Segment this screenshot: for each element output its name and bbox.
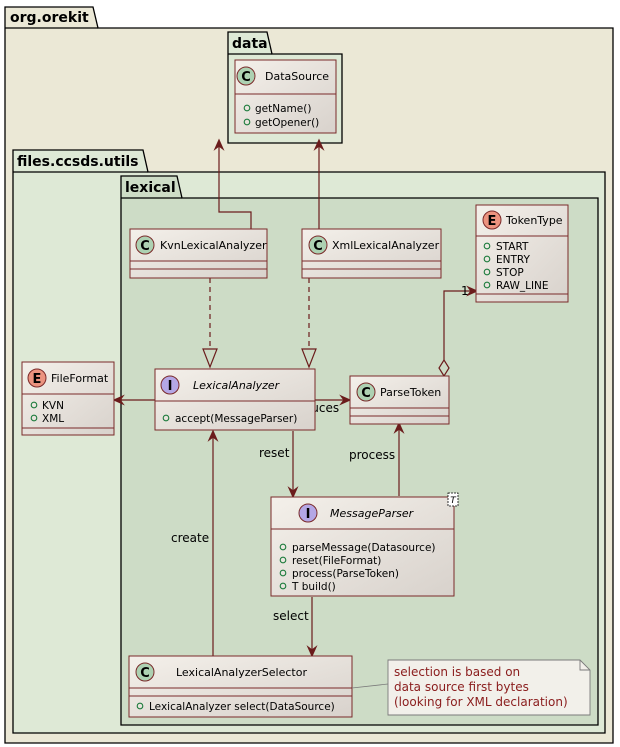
class-badge-letter: C bbox=[140, 666, 150, 681]
interface-name-lexicalanalyzer: LexicalAnalyzer bbox=[193, 379, 281, 392]
package-title-data: data bbox=[232, 36, 268, 52]
interface-messageparser[interactable]: I MessageParser T parseMessage(Datasourc… bbox=[270, 492, 459, 597]
member-lexicalanalyzerselector-0: LexicalAnalyzer select(DataSource) bbox=[149, 701, 335, 713]
enum-value-tokentype-1: ENTRY bbox=[496, 254, 531, 266]
interface-badge-letter: I bbox=[306, 507, 311, 522]
generic-parameter-box bbox=[447, 492, 459, 507]
class-name-xmllexicalanalyzer: XmlLexicalAnalyzer bbox=[332, 239, 440, 252]
class-badge-letter: C bbox=[241, 70, 251, 85]
member-messageparser-3: T build() bbox=[291, 581, 336, 593]
edge-messageparser-select-selector bbox=[306, 597, 318, 658]
member-datasource-0: getName() bbox=[255, 103, 311, 115]
public-method-icon bbox=[279, 543, 287, 551]
edge-messageparser-process-parsetoken bbox=[393, 421, 405, 496]
class-badge-letter: C bbox=[313, 239, 323, 254]
member-datasource-1: getOpener() bbox=[255, 117, 319, 129]
enum-badge-letter: E bbox=[33, 372, 42, 387]
edge-kvn-realizes-lexicalanalyzer bbox=[202, 278, 218, 369]
edge-lexicalanalyzer-produces-parsetoken bbox=[315, 394, 352, 406]
edge-label-create: create bbox=[171, 531, 209, 545]
note-line-2: (looking for XML declaration) bbox=[394, 695, 568, 709]
enum-value-fileformat-1: XML bbox=[42, 413, 64, 425]
public-method-icon bbox=[279, 582, 287, 590]
edge-parsetoken-aggregates-tokentype bbox=[438, 285, 479, 378]
enum-badge-icon bbox=[27, 368, 47, 388]
class-badge-icon bbox=[135, 235, 155, 255]
edge-label-reset: reset bbox=[259, 446, 290, 460]
note-line-1: data source first bytes bbox=[394, 680, 529, 694]
edges bbox=[112, 138, 479, 658]
public-method-icon bbox=[162, 414, 170, 422]
enum-value-tokentype-3: RAW_LINE bbox=[496, 280, 549, 292]
class-name-lexicalanalyzerselector: LexicalAnalyzerSelector bbox=[176, 666, 307, 679]
edge-lexicalanalyzer-to-fileformat bbox=[112, 394, 155, 406]
class-badge-icon bbox=[135, 662, 155, 682]
class-xmllexicalanalyzer[interactable]: C XmlLexicalAnalyzer bbox=[301, 228, 442, 279]
enum-value-icon bbox=[483, 255, 491, 263]
enum-tokentype[interactable]: E TokenType START ENTRY STOP RAW_LINE bbox=[475, 204, 569, 303]
enum-value-tokentype-2: STOP bbox=[496, 267, 524, 279]
interface-badge-letter: I bbox=[168, 379, 173, 394]
enum-badge-icon bbox=[482, 210, 502, 230]
edge-xml-realizes-lexicalanalyzer bbox=[301, 278, 317, 369]
enum-fileformat[interactable]: E FileFormat KVN XML bbox=[21, 361, 115, 436]
public-method-icon bbox=[136, 702, 144, 710]
interface-name-messageparser: MessageParser bbox=[330, 507, 415, 520]
public-method-icon bbox=[279, 556, 287, 564]
edge-label-select: select bbox=[273, 609, 309, 623]
package-title-files-ccsds-utils: files.ccsds.utils bbox=[17, 154, 139, 170]
interface-badge-icon bbox=[298, 503, 318, 523]
class-parsetoken[interactable]: C ParseToken bbox=[349, 375, 450, 425]
member-lexicalanalyzer-0: accept(MessageParser) bbox=[175, 413, 297, 425]
edge-lexicalanalyzer-reset-messageparser bbox=[287, 431, 299, 499]
interface-badge-icon bbox=[160, 375, 180, 395]
note-selection: selection is based on data source first … bbox=[351, 659, 591, 716]
class-badge-icon bbox=[236, 66, 256, 86]
edge-label-process: process bbox=[349, 448, 395, 462]
enum-badge-letter: E bbox=[488, 214, 497, 229]
enum-value-icon bbox=[483, 268, 491, 276]
enum-value-tokentype-0: START bbox=[496, 241, 529, 253]
member-messageparser-2: process(ParseToken) bbox=[292, 568, 399, 580]
public-method-icon bbox=[279, 569, 287, 577]
interface-lexicalanalyzer[interactable]: I LexicalAnalyzer accept(MessageParser) bbox=[154, 368, 316, 431]
class-badge-icon bbox=[356, 382, 376, 402]
public-method-icon bbox=[243, 104, 251, 112]
enum-value-fileformat-0: KVN bbox=[42, 400, 64, 412]
class-badge-letter: C bbox=[140, 239, 150, 254]
class-badge-icon bbox=[308, 235, 328, 255]
class-name-datasource: DataSource bbox=[265, 70, 329, 83]
class-kvnlexicalanalyzer[interactable]: C KvnLexicalAnalyzer bbox=[129, 228, 268, 279]
class-badge-letter: C bbox=[361, 386, 371, 401]
edge-xml-to-datasource bbox=[313, 138, 325, 229]
note-line-0: selection is based on bbox=[394, 665, 520, 679]
enum-value-icon bbox=[483, 281, 491, 289]
package-title-lexical: lexical bbox=[125, 180, 176, 196]
enum-value-icon bbox=[483, 242, 491, 250]
class-name-parsetoken: ParseToken bbox=[380, 386, 441, 399]
edge-kvn-to-datasource bbox=[213, 138, 252, 229]
generic-parameter-label: T bbox=[450, 496, 457, 506]
enum-value-icon bbox=[30, 414, 38, 422]
package-title-org-orekit: org.orekit bbox=[10, 10, 89, 26]
enum-name-fileformat: FileFormat bbox=[51, 372, 109, 385]
class-name-kvnlexicalanalyzer: KvnLexicalAnalyzer bbox=[160, 239, 267, 252]
enum-name-tokentype: TokenType bbox=[505, 214, 563, 227]
class-lexicalanalyzerselector[interactable]: C LexicalAnalyzerSelector LexicalAnalyze… bbox=[128, 655, 353, 718]
edge-label-multiplicity: 1 bbox=[461, 284, 469, 298]
member-messageparser-0: parseMessage(Datasource) bbox=[292, 542, 436, 554]
public-method-icon bbox=[243, 118, 251, 126]
member-messageparser-1: reset(FileFormat) bbox=[292, 555, 381, 567]
class-datasource[interactable]: C DataSource getName() getOpener() bbox=[234, 59, 337, 134]
package-lexical: lexical bbox=[120, 175, 599, 726]
edge-selector-create-lexicalanalyzer bbox=[207, 429, 219, 656]
enum-value-icon bbox=[30, 401, 38, 409]
